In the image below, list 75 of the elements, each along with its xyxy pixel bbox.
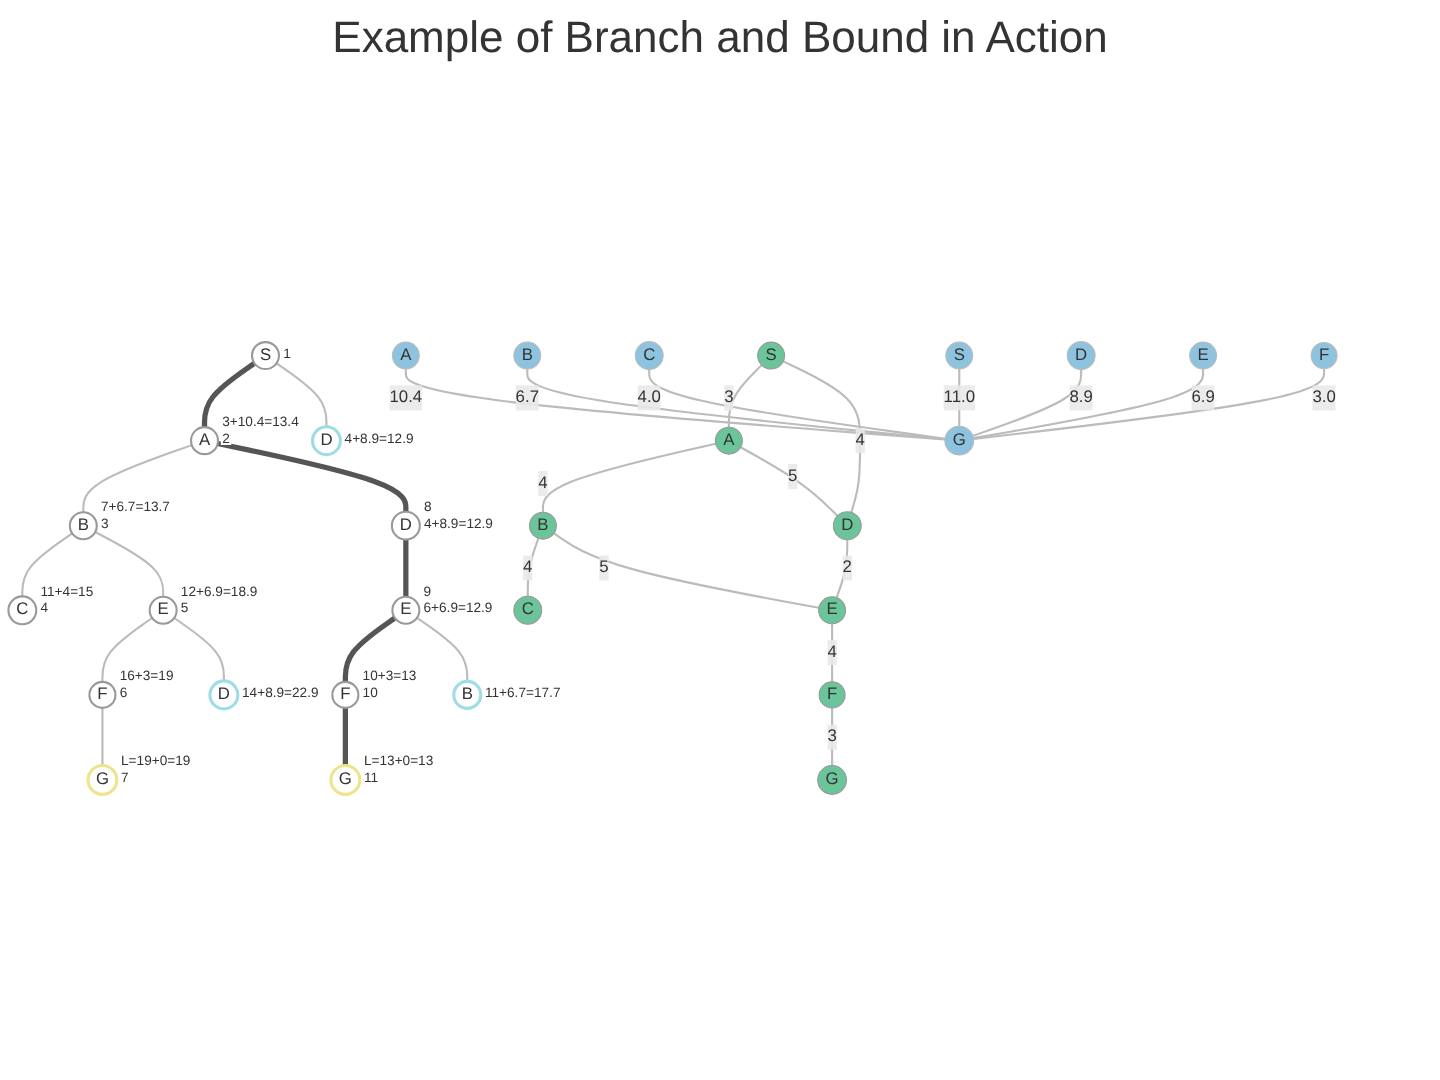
edge-label: 4 bbox=[538, 473, 548, 492]
node-circle: C bbox=[7, 595, 38, 626]
node-circle: E bbox=[818, 596, 847, 625]
connector bbox=[416, 617, 469, 682]
connector bbox=[973, 368, 1326, 440]
connector bbox=[727, 364, 763, 428]
connector bbox=[835, 539, 849, 598]
connector bbox=[173, 617, 225, 681]
node-circle: S bbox=[945, 341, 974, 370]
connector bbox=[21, 532, 73, 597]
edge-label: 5 bbox=[599, 558, 609, 577]
edge-label: 3 bbox=[827, 727, 837, 746]
connector bbox=[404, 369, 945, 441]
edge-label: 4.0 bbox=[637, 388, 661, 407]
node-circle: G bbox=[86, 763, 119, 796]
connector bbox=[342, 707, 348, 766]
edge-label: 5 bbox=[788, 467, 798, 485]
connector bbox=[648, 369, 946, 440]
node-circle: F bbox=[818, 681, 846, 709]
node-circle: B bbox=[452, 679, 483, 710]
connector bbox=[541, 442, 716, 513]
node-circle: B bbox=[528, 511, 557, 540]
connector bbox=[101, 707, 104, 766]
node-circle: S bbox=[250, 341, 280, 371]
connector bbox=[82, 444, 193, 513]
node-circle: D bbox=[390, 510, 421, 541]
node-circle: E bbox=[391, 595, 421, 625]
node-circle: F bbox=[88, 680, 117, 709]
connector bbox=[973, 369, 1205, 440]
connector bbox=[403, 539, 409, 597]
node-circle: G bbox=[944, 425, 975, 456]
node-circle: D bbox=[832, 511, 862, 541]
connector bbox=[217, 440, 409, 512]
diagram-title: Example of Branch and Bound in Action bbox=[330, 12, 1110, 64]
edge-label: 4 bbox=[855, 431, 865, 450]
connector bbox=[740, 446, 839, 517]
connector bbox=[201, 361, 256, 428]
connector bbox=[958, 369, 961, 427]
connector bbox=[782, 360, 862, 513]
connector bbox=[831, 707, 834, 766]
node-circle: F bbox=[1310, 342, 1338, 370]
node-circle: E bbox=[148, 595, 178, 625]
node-circle: D bbox=[208, 679, 240, 711]
connector bbox=[101, 617, 153, 682]
connector bbox=[526, 369, 946, 441]
connector bbox=[831, 623, 834, 682]
edge-label: 3 bbox=[724, 388, 734, 407]
node-circle: A bbox=[714, 426, 743, 455]
edge-label: 6.9 bbox=[1191, 388, 1215, 407]
node-circle: A bbox=[190, 426, 220, 456]
edge-label: 6.7 bbox=[515, 388, 539, 407]
node-circle: F bbox=[331, 680, 360, 709]
edge-label: 10.4 bbox=[389, 388, 423, 407]
connector bbox=[972, 369, 1083, 437]
node-circle: S bbox=[757, 341, 786, 370]
node-circle: E bbox=[1189, 341, 1218, 370]
node-circle: G bbox=[329, 763, 362, 796]
node-circle: B bbox=[68, 511, 98, 541]
node-circle: D bbox=[1066, 341, 1096, 371]
edge-label: 4 bbox=[523, 558, 533, 577]
edge-label: 2 bbox=[842, 558, 852, 577]
connector bbox=[553, 532, 820, 609]
node-circle: G bbox=[817, 765, 848, 795]
edge-label: 8.9 bbox=[1069, 388, 1093, 407]
node-circle: C bbox=[634, 341, 664, 371]
edge-label: 11.0 bbox=[943, 388, 975, 407]
edge-label: 3.0 bbox=[1312, 388, 1336, 407]
connector bbox=[94, 531, 165, 597]
edge-label: 4 bbox=[827, 643, 837, 661]
node-circle: D bbox=[310, 425, 342, 457]
connector bbox=[275, 362, 328, 427]
node-circle: A bbox=[391, 341, 420, 370]
node-circle: C bbox=[513, 595, 543, 625]
node-circle: B bbox=[513, 341, 542, 370]
connector bbox=[342, 615, 397, 682]
